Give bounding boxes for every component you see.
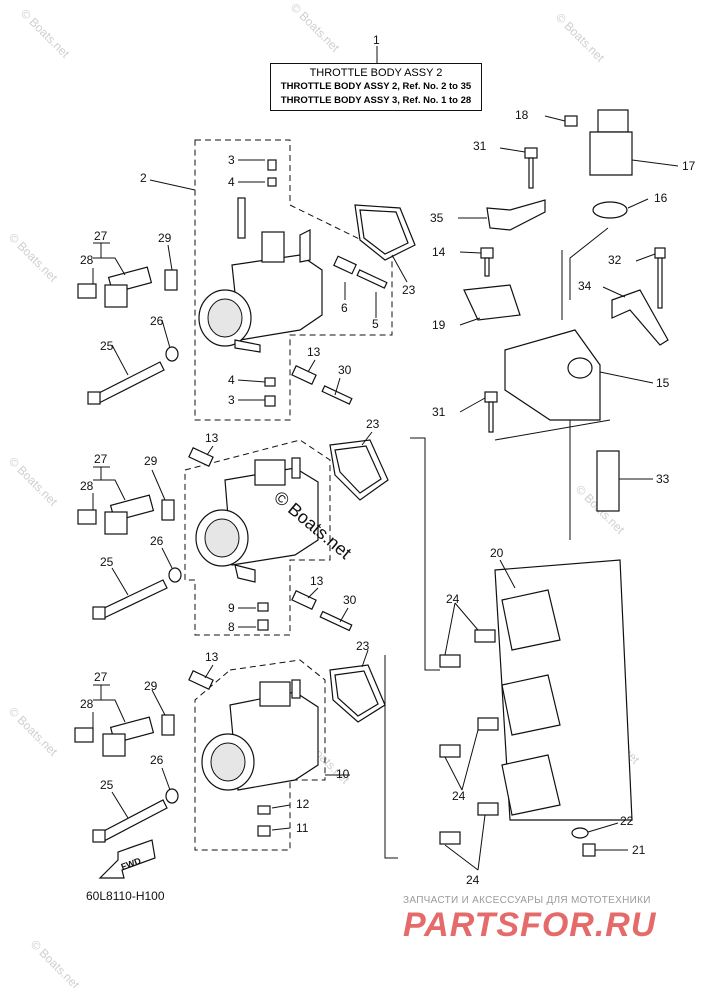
callout-26: 26 — [150, 753, 164, 767]
callout-21: 21 — [632, 843, 646, 857]
callout-27: 27 — [94, 452, 108, 466]
callout-16: 16 — [654, 191, 668, 205]
callout-35: 35 — [430, 211, 444, 225]
callout-15: 15 — [656, 376, 670, 390]
watermark-text: © Boats.net — [6, 230, 61, 285]
callout-9: 9 — [228, 601, 235, 615]
title-line-3: THROTTLE BODY ASSY 3, Ref. No. 1 to 28 — [280, 95, 472, 106]
callout-4: 4 — [228, 373, 235, 387]
shop-logo: PARTSFOR.RU — [403, 906, 657, 944]
watermark-text: © Boats.net — [288, 0, 343, 55]
callout-25: 25 — [100, 339, 114, 353]
callout-28: 28 — [80, 253, 94, 267]
callout-6: 6 — [341, 301, 348, 315]
callout-27: 27 — [94, 229, 108, 243]
callout-33: 33 — [656, 472, 670, 486]
callout-25: 25 — [100, 778, 114, 792]
watermark-text: © Boats.net — [6, 704, 61, 759]
callout-10: 10 — [336, 767, 350, 781]
throttle-body-bottom — [201, 679, 319, 837]
callout-31: 31 — [473, 139, 487, 153]
right-side-parts — [439, 109, 669, 857]
callout-22: 22 — [620, 814, 634, 828]
callout-23: 23 — [356, 639, 370, 653]
right-assembly-brackets — [384, 227, 611, 859]
shop-caption: ЗАПЧАСТИ И АКСЕССУАРЫ ДЛЯ МОТОТЕХНИКИ — [403, 895, 651, 906]
callout-30: 30 — [343, 593, 357, 607]
callout-30: 30 — [338, 363, 352, 377]
throttle-body-top — [198, 159, 323, 407]
callout-31: 31 — [432, 405, 446, 419]
callout-19: 19 — [432, 318, 446, 332]
callout-24: 24 — [466, 873, 480, 887]
callout-18: 18 — [515, 108, 529, 122]
callout-20: 20 — [490, 546, 504, 560]
callout-29: 29 — [144, 679, 158, 693]
callout-13: 13 — [307, 345, 321, 359]
title-line-1: THROTTLE BODY ASSY 2 — [309, 67, 443, 79]
parts-title-box: THROTTLE BODY ASSY 2 THROTTLE BODY ASSY … — [270, 63, 482, 111]
leader-lines — [92, 46, 679, 871]
callout-14: 14 — [432, 245, 446, 259]
callout-1: 1 — [373, 33, 380, 47]
callout-4: 4 — [228, 175, 235, 189]
injectors — [74, 266, 178, 757]
callout-32: 32 — [608, 253, 622, 267]
callout-23: 23 — [366, 417, 380, 431]
callout-25: 25 — [100, 555, 114, 569]
callout-29: 29 — [158, 231, 172, 245]
springs-and-screws — [188, 255, 388, 690]
fwd-direction-arrow: FWD — [98, 839, 156, 879]
callout-26: 26 — [150, 314, 164, 328]
callout-numbers: 1 2 3 4 27 28 29 26 25 6 5 23 13 30 4 3 … — [80, 33, 696, 887]
assembly-group-outlines — [184, 139, 393, 851]
diagram-code: 60L8110-H100 — [86, 889, 165, 903]
callout-34: 34 — [578, 279, 592, 293]
callout-3: 3 — [228, 153, 235, 167]
watermark-text: © Boats.net — [18, 6, 73, 61]
callout-28: 28 — [80, 479, 94, 493]
callout-3: 3 — [228, 393, 235, 407]
callout-24: 24 — [452, 789, 466, 803]
watermark-text: © Boats.net — [28, 937, 83, 988]
callout-26: 26 — [150, 534, 164, 548]
callout-8: 8 — [228, 620, 235, 634]
callout-29: 29 — [144, 454, 158, 468]
callout-5: 5 — [372, 317, 379, 331]
callout-24: 24 — [446, 592, 460, 606]
callout-23: 23 — [402, 283, 416, 297]
callout-11: 11 — [296, 821, 309, 835]
callout-27: 27 — [94, 670, 108, 684]
callout-13: 13 — [205, 650, 219, 664]
callout-28: 28 — [80, 697, 94, 711]
throttle-body-middle — [195, 457, 319, 631]
watermark-text: © Boats.net — [6, 454, 61, 509]
bolts-and-washers — [87, 346, 182, 843]
callout-12: 12 — [296, 797, 310, 811]
watermark-text: © Boats.net — [553, 10, 608, 65]
title-line-2: THROTTLE BODY ASSY 2, Ref. No. 2 to 35 — [280, 81, 472, 92]
callout-17: 17 — [682, 159, 696, 173]
gaskets — [329, 204, 416, 723]
callout-2: 2 — [140, 171, 147, 185]
callout-13: 13 — [310, 574, 324, 588]
callout-13: 13 — [205, 431, 219, 445]
